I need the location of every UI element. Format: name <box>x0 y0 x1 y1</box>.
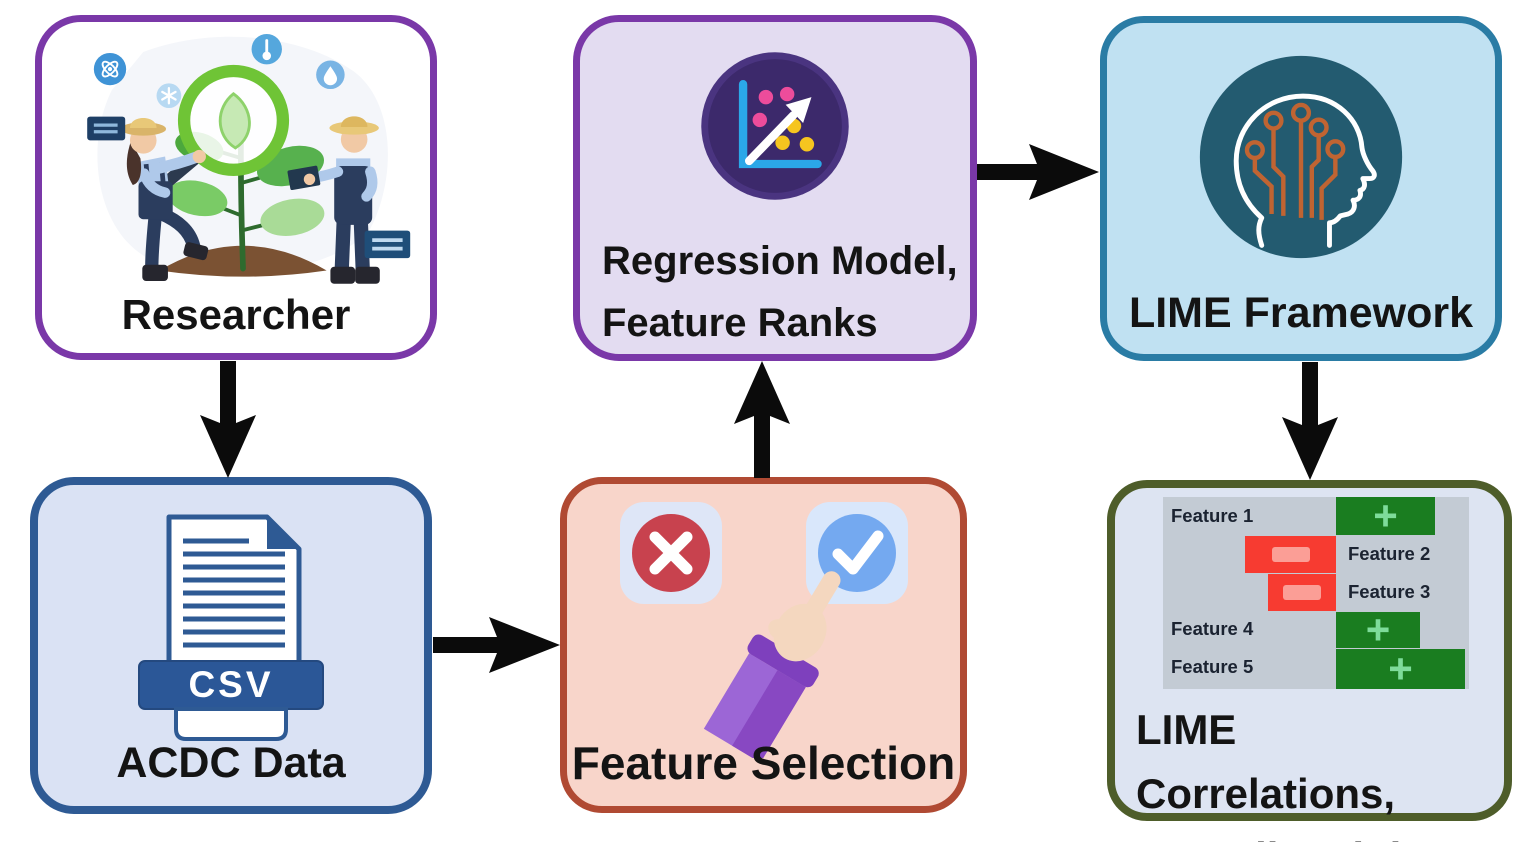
arrow-acdc-data-to-feature-selection <box>433 617 560 673</box>
thermometer-icon <box>251 33 282 65</box>
water-drop-icon <box>316 60 345 90</box>
arrow-lime-framework-to-lime-correlations <box>1282 362 1338 480</box>
head-profile-outline <box>1233 93 1377 248</box>
weight-bar-negative: − <box>1268 574 1336 611</box>
reject-chip <box>619 502 722 604</box>
arrow-feature-selection-to-regression-model <box>734 361 790 478</box>
check-icon <box>832 530 883 575</box>
node-label: Researcher <box>121 291 351 338</box>
x-icon <box>649 531 692 575</box>
feature-label: Feature 4 <box>1171 618 1254 639</box>
csv-file-icon: CSV <box>138 514 324 741</box>
scatter-plot-icon <box>701 52 849 200</box>
document-text-lines <box>183 538 285 648</box>
weight-bar-positive: + <box>1336 495 1435 537</box>
note-tag-icon <box>364 230 411 259</box>
weight-bar-positive: + <box>1336 648 1465 690</box>
node-label-line2: Overall Weights <box>1136 826 1504 842</box>
man-researcher <box>287 116 380 284</box>
minus-icon: − <box>1271 547 1310 562</box>
feature-label: Feature 3 <box>1348 581 1431 602</box>
snowflake-icon <box>156 83 182 109</box>
node-label-line1: LIME Correlations, <box>1136 706 1396 817</box>
node-label-line1: Regression Model, <box>602 239 958 283</box>
node-researcher: Researcher <box>35 15 437 360</box>
trend-arrow <box>744 111 798 166</box>
magnifier-icon <box>155 64 290 194</box>
arrow-regression-model-to-lime-framework <box>977 144 1099 200</box>
weight-bar-negative: − <box>1245 536 1336 573</box>
arrow-researcher-to-acdc-data <box>200 361 256 478</box>
node-label: LIME Framework <box>1128 289 1474 337</box>
node-lime-correlations: Feature 1 + − Feature 2 − Feature 3 Feat… <box>1107 480 1512 842</box>
node-regression-model: Regression Model, Feature Ranks <box>573 15 977 361</box>
node-label: ACDC Data <box>116 739 346 787</box>
node-label: LIME Correlations, Overall Weights <box>1136 698 1504 842</box>
weight-bar-positive: + <box>1336 609 1420 651</box>
pointing-hand-icon <box>703 571 841 758</box>
woman-researcher <box>120 118 209 281</box>
circuit-traces <box>1244 102 1346 220</box>
atom-icon <box>93 52 127 86</box>
researcher-plant-illustration-icon <box>87 33 411 284</box>
csv-banner-label: CSV <box>188 664 273 705</box>
feature-weight-bars-chart: Feature 1 + − Feature 2 − Feature 3 Feat… <box>1163 495 1469 690</box>
minus-icon: − <box>1283 585 1321 600</box>
ai-head-circuit-icon <box>1199 55 1403 259</box>
node-acdc-data: CSV ACDC Data <box>30 477 432 814</box>
node-label-line2: Feature Ranks <box>602 301 878 345</box>
feature-label: Feature 5 <box>1171 656 1254 677</box>
node-lime-framework: LIME Framework <box>1100 16 1502 361</box>
note-tag-icon <box>87 116 126 141</box>
node-label: Regression Model, Feature Ranks <box>602 230 958 354</box>
feature-label: Feature 1 <box>1171 505 1254 526</box>
node-feature-selection: Feature Selection <box>560 477 967 813</box>
accept-reject-hand-icon <box>619 502 908 758</box>
feature-label: Feature 2 <box>1348 543 1431 564</box>
node-label: Feature Selection <box>571 737 956 789</box>
